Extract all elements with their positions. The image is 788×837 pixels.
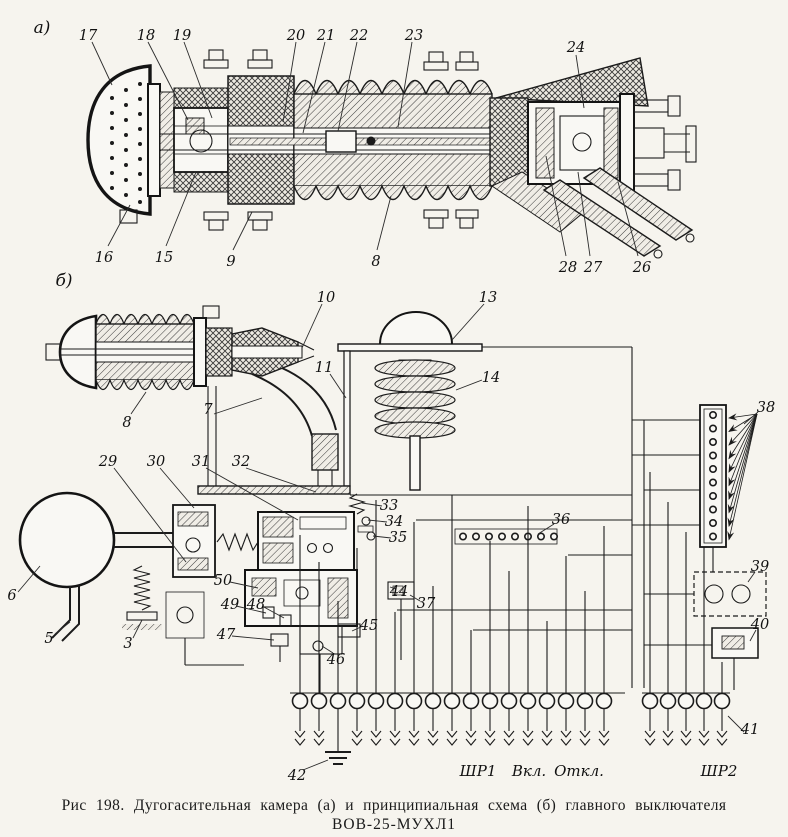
callout-b-45: 45 (359, 618, 378, 634)
callout-b-50: 50 (214, 573, 232, 589)
callout-b-44: 44 (389, 584, 408, 600)
callout-b-36: 36 (552, 512, 570, 528)
callout-b-10: 10 (317, 290, 335, 306)
spring-50 (216, 532, 259, 552)
callout-b-39: 39 (751, 559, 769, 575)
wiring (290, 347, 735, 694)
terminal-strip-38-holes (708, 410, 758, 541)
callout-b-42: 42 (287, 768, 306, 784)
caption-line2: ВОВ-25-МУХЛ1 (332, 816, 456, 833)
callout-b-34: 34 (385, 514, 403, 530)
callout-b-46: 46 (326, 652, 345, 668)
callout-b-40: 40 (750, 617, 769, 633)
terminal-label-otkl: Откл. (554, 762, 604, 780)
callout-b-5: 5 (44, 631, 53, 647)
support-strut-1 (542, 179, 662, 257)
callout-b-33: 33 (380, 498, 398, 514)
terminal-row-36-holes (458, 532, 558, 541)
callout-a-19: 19 (173, 28, 191, 44)
bell-housing-b (58, 314, 98, 390)
callout-a-24: 24 (566, 40, 585, 56)
callout-b-13: 13 (479, 290, 497, 306)
spring-33 (347, 493, 367, 515)
insulator-ribs-bottom (293, 184, 493, 201)
support-column (343, 350, 351, 487)
terminal-label-shr1: ШР1 (459, 762, 497, 780)
part-b-drawing (17, 303, 767, 771)
figure-caption: Рис 198. Дугогасительная камера (а) и пр… (0, 797, 788, 834)
callout-a-22: 22 (349, 28, 368, 44)
bell-housing (86, 64, 152, 216)
exhaust-duct (251, 373, 313, 437)
callout-a-15: 15 (155, 250, 173, 266)
callout-b-14: 14 (482, 370, 500, 386)
callout-b-8: 8 (122, 415, 131, 431)
callout-b-30: 30 (147, 454, 165, 470)
callout-b-3: 3 (123, 636, 132, 652)
support-strut-2 (582, 167, 694, 241)
spring-3 (132, 565, 152, 611)
callout-b-11: 11 (315, 360, 333, 376)
bolt-cluster (203, 49, 479, 231)
callout-b-31: 31 (192, 454, 210, 470)
callout-a-17: 17 (79, 28, 98, 44)
dome-cap (379, 311, 453, 345)
insulator-stack (374, 359, 456, 439)
callout-b-29: 29 (98, 454, 117, 470)
callout-b-38: 38 (757, 400, 775, 416)
callout-a-8: 8 (371, 254, 380, 270)
callout-a-28: 28 (558, 260, 577, 276)
callout-a-9: 9 (226, 254, 235, 270)
leader-lines-b (17, 303, 759, 771)
part-a-drawing (86, 41, 697, 259)
callout-b-35: 35 (389, 530, 407, 546)
callout-a-26: 26 (632, 260, 651, 276)
callout-a-20: 20 (286, 28, 305, 44)
callout-a-18: 18 (137, 28, 155, 44)
air-reservoir (18, 491, 116, 589)
part-b-label: б) (55, 271, 72, 291)
contact-row-right (641, 452, 731, 746)
insulator-ribs-top (293, 79, 493, 96)
figure-svg: а) б) 17 18 19 20 21 22 23 24 16 15 9 8 … (7, 18, 775, 784)
callout-a-16: 16 (95, 250, 113, 266)
callout-b-41: 41 (740, 722, 759, 738)
terminal-label-vkl: Вкл. (511, 762, 546, 780)
terminal-bolts (633, 95, 697, 191)
callout-b-37: 37 (417, 596, 436, 612)
left-flange (147, 83, 161, 197)
caption-line1: Рис 198. Дугогасительная камера (а) и пр… (61, 797, 727, 814)
callout-b-48: 48 (246, 597, 265, 613)
mounting-plate (337, 343, 483, 352)
callout-a-21: 21 (316, 28, 335, 44)
leader-lines-a (91, 41, 639, 257)
callout-b-47: 47 (216, 627, 236, 643)
relay-39 (693, 571, 767, 617)
part-a-label: а) (34, 18, 51, 38)
callout-b-6: 6 (7, 588, 16, 604)
callout-a-23: 23 (404, 28, 423, 44)
callout-b-7: 7 (203, 402, 213, 418)
callout-a-27: 27 (583, 260, 603, 276)
valve-plate (197, 485, 351, 495)
terminal-label-shr2: ШР2 (700, 762, 738, 780)
callout-b-49: 49 (220, 597, 239, 613)
bell-perforations (110, 82, 142, 204)
callout-b-32: 32 (232, 454, 250, 470)
contact-row-main (291, 495, 613, 765)
